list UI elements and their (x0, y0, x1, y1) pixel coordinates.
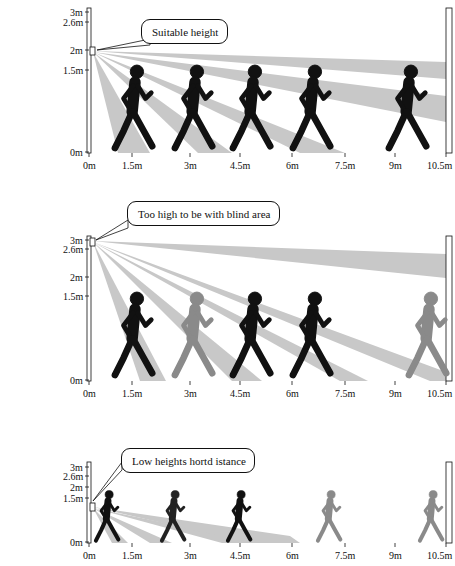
panel-too-low (87, 462, 452, 543)
distance-label: 4.5m (230, 388, 250, 399)
far-wall (446, 462, 452, 543)
panel-too-high (87, 220, 452, 381)
distance-label: 3m (184, 388, 197, 399)
detection-beams (93, 507, 300, 543)
callout-box: Too high to be with blind area (127, 201, 280, 226)
distance-label: 6m (286, 160, 299, 171)
mount-wall (87, 8, 91, 153)
height-label: 1.5m (63, 291, 83, 302)
distance-label: 10.5m (427, 160, 452, 171)
height-label: 2.6m (63, 244, 83, 255)
mount-wall (87, 236, 91, 381)
height-label: 3m (70, 7, 83, 18)
walkers (96, 491, 442, 541)
callout-text: Low heights hortd istance (132, 455, 254, 468)
distance-label: 10.5m (427, 550, 452, 561)
distance-label: 3m (184, 160, 197, 171)
panel-suitable (87, 8, 452, 153)
distance-label: 1.5m (122, 550, 142, 561)
distance-label: 9m (389, 388, 402, 399)
callout-text: Too high to be with blind area (138, 208, 279, 221)
distance-label: 4.5m (230, 160, 250, 171)
distance-label: 9m (389, 550, 402, 561)
far-wall (446, 236, 452, 381)
distance-label: 9m (389, 160, 402, 171)
sensor (90, 47, 95, 55)
axis-ticks (85, 12, 446, 547)
height-label: 2m (70, 45, 83, 56)
distance-label: 7.5m (335, 160, 355, 171)
far-wall (446, 8, 452, 153)
detection-beams (93, 51, 446, 153)
callout-box: Low heights hortd istance (121, 448, 255, 473)
height-label: 2m (70, 482, 83, 493)
height-label: 0m (70, 375, 83, 386)
height-label: 2.6m (63, 471, 83, 482)
distance-label: 6m (286, 388, 299, 399)
distance-label: 1.5m (122, 388, 142, 399)
distance-label: 0m (83, 388, 96, 399)
distance-label: 6m (286, 550, 299, 561)
height-label: 2m (70, 272, 83, 283)
distance-label: 3m (184, 550, 197, 561)
mount-wall (87, 462, 91, 543)
callout-text: Suitable height (152, 26, 227, 39)
distance-label: 7.5m (335, 388, 355, 399)
distance-label: 4.5m (230, 550, 250, 561)
sensor (90, 503, 95, 511)
sensor (90, 238, 95, 246)
height-label: 0m (70, 537, 83, 548)
distance-label: 0m (83, 160, 96, 171)
height-label: 1.5m (63, 493, 83, 504)
height-label: 2.6m (63, 17, 83, 28)
distance-label: 10.5m (427, 388, 452, 399)
height-label: 1.5m (63, 65, 83, 76)
walkers (115, 292, 446, 375)
distance-label: 7.5m (335, 550, 355, 561)
distance-label: 1.5m (122, 160, 142, 171)
callout-box: Suitable height (141, 19, 228, 44)
detection-beams (93, 241, 446, 381)
walkers (115, 65, 426, 148)
height-label: 0m (70, 147, 83, 158)
callout-pointer (96, 220, 128, 240)
distance-label: 0m (83, 550, 96, 561)
